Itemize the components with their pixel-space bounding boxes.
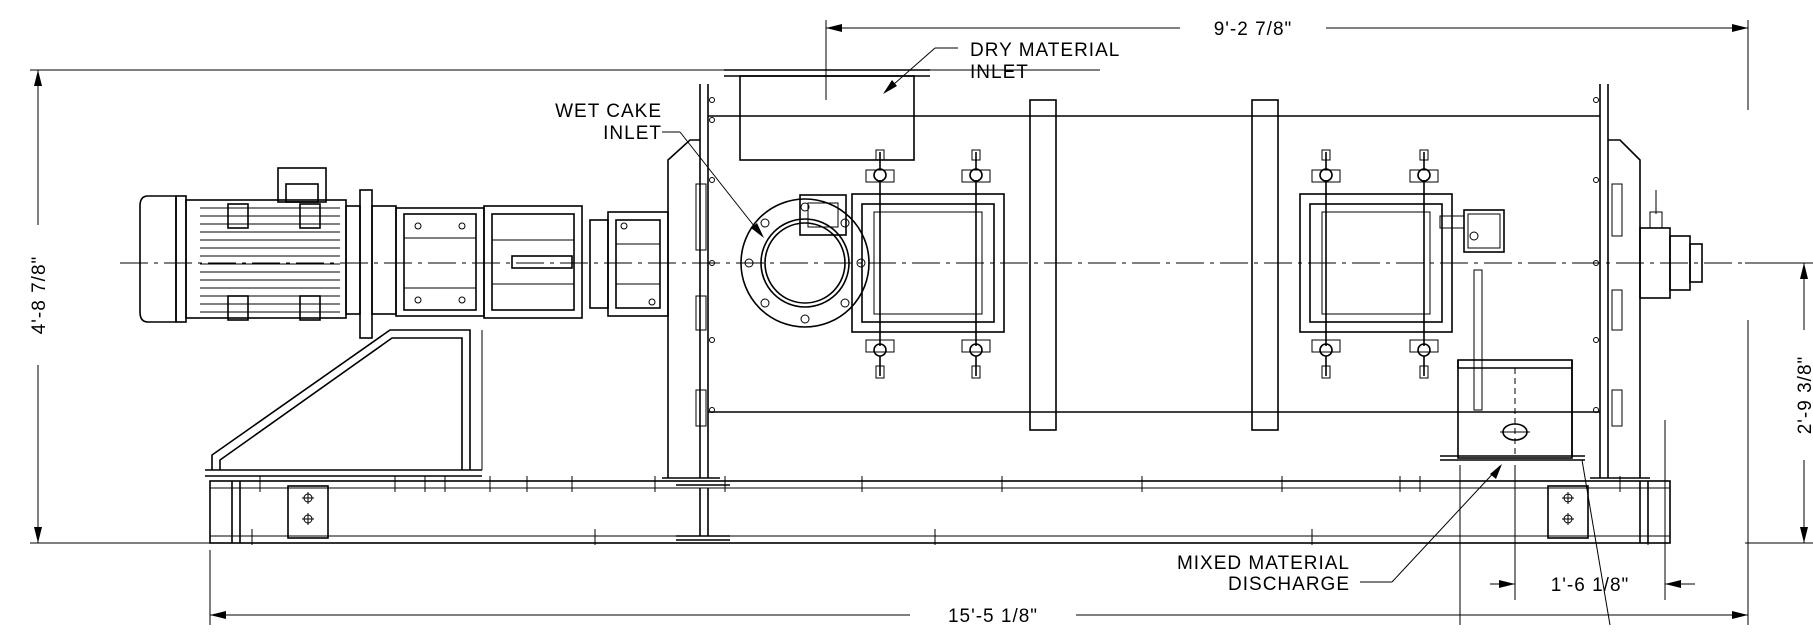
dim-overall-length: 15'-5 1/8" xyxy=(948,606,1038,627)
wet-cake-inlet-flange xyxy=(740,194,870,328)
base-frame xyxy=(209,476,1671,545)
motor xyxy=(139,167,397,339)
dry-material-inlet xyxy=(724,69,930,161)
label-mixed-material-discharge-line2: DISCHARGE xyxy=(1228,574,1350,595)
label-dry-material-inlet-line1: DRY MATERIAL xyxy=(970,40,1120,61)
label-wet-cake-inlet-line1: WET CAKE xyxy=(555,101,662,122)
leader-frame-tag xyxy=(1581,459,1611,626)
label-dry-material-inlet-line2: INLET xyxy=(970,62,1029,83)
leader-dry-material-inlet xyxy=(883,47,958,94)
access-door-left xyxy=(851,149,1005,379)
leader-mixed-material-discharge xyxy=(1360,464,1502,583)
gear-reducer xyxy=(395,205,583,319)
dimension-overall-height xyxy=(30,69,1100,544)
label-wet-cake-inlet-line2: INLET xyxy=(603,123,662,144)
dimension-drum-length xyxy=(825,20,1749,110)
coupling xyxy=(589,211,669,317)
mixer-trough xyxy=(708,99,1600,431)
dim-drum-length: 9'-2 7/8" xyxy=(1214,19,1293,40)
dim-overall-height: 4'-8 7/8" xyxy=(29,256,50,335)
dim-discharge-offset: 1'-6 1/8" xyxy=(1551,575,1630,596)
dimension-centerline-height xyxy=(1745,262,1813,544)
leader-wet-cake-inlet xyxy=(662,131,764,238)
right-end-plate xyxy=(1590,84,1650,479)
right-bearing xyxy=(1639,190,1703,299)
label-mixed-material-discharge-line1: MIXED MATERIAL xyxy=(1177,553,1350,574)
dimension-overall-length xyxy=(209,320,1749,625)
dim-centerline-height: 2'-9 3/8" xyxy=(1795,356,1813,435)
dimension-discharge-offset xyxy=(1459,420,1695,625)
left-end-plate xyxy=(662,84,720,479)
motor-support-bracket xyxy=(205,329,483,477)
access-door-right xyxy=(1299,149,1505,379)
mixed-material-discharge xyxy=(1440,269,1585,461)
